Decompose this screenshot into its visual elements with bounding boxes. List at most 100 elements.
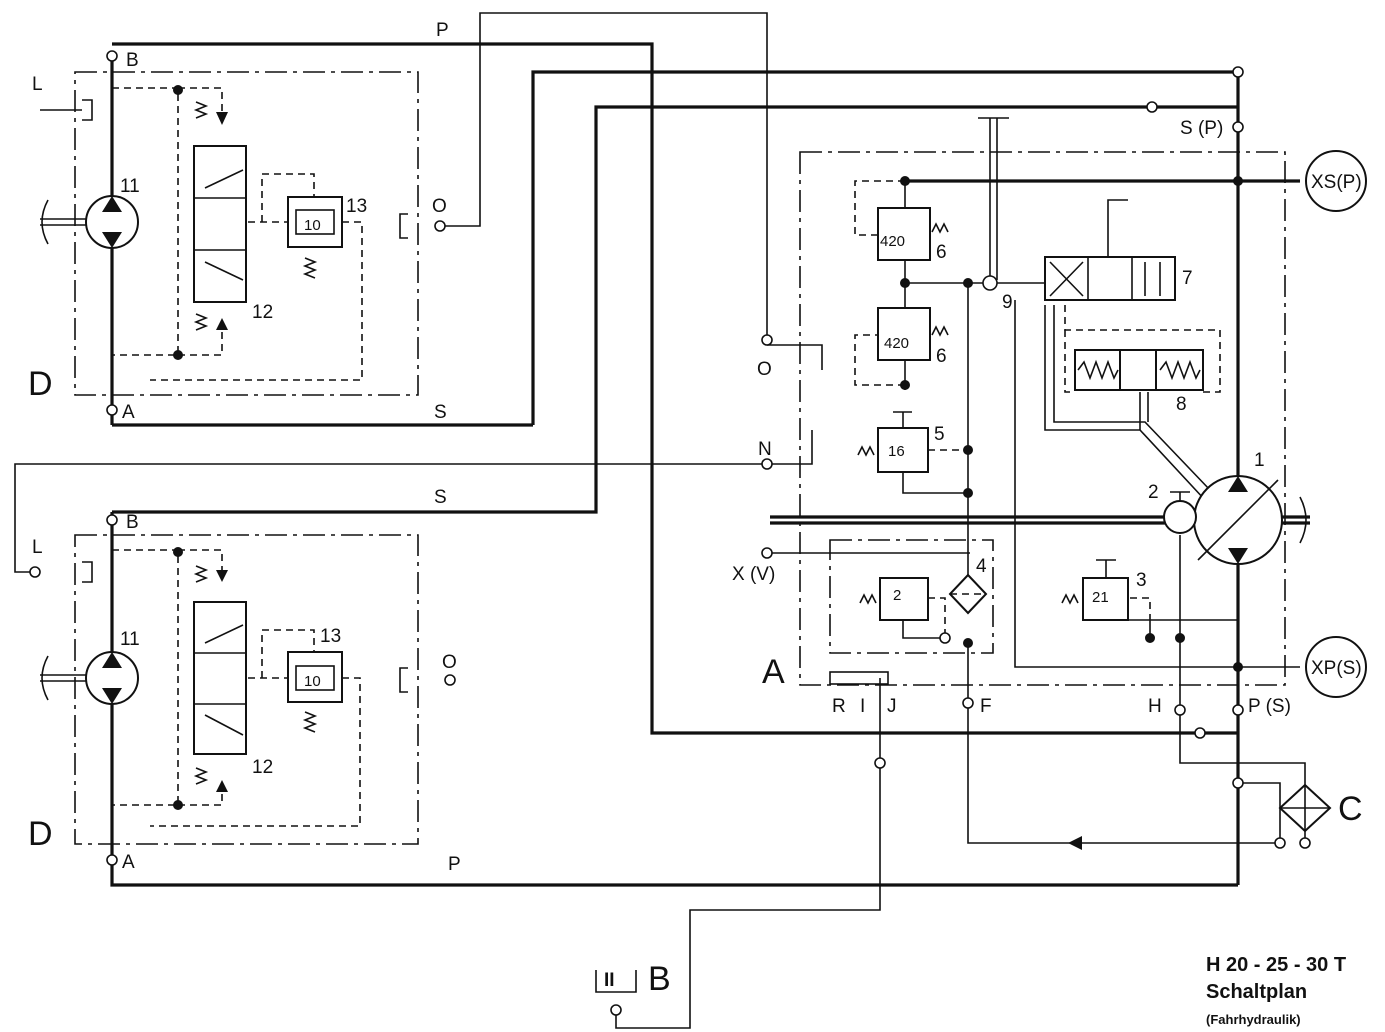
spring-icon (193, 313, 209, 331)
label-1: 1 (1254, 450, 1265, 471)
spring-icon (931, 325, 949, 337)
label-5: 5 (934, 424, 945, 445)
pump-arrow-down-icon (1228, 548, 1248, 564)
label-3: 3 (1136, 570, 1147, 591)
valve-7 (1044, 256, 1176, 301)
title-model: H 20 - 25 - 30 T (1206, 954, 1346, 976)
spring-icon (302, 257, 318, 279)
label-p-bottom: P (448, 854, 461, 875)
spring-icon (193, 565, 209, 583)
label-12-top: 12 (252, 302, 273, 323)
spring-icon (1061, 593, 1079, 605)
port-o-mid (761, 334, 773, 346)
label-b-tank: B (648, 960, 671, 998)
label-11-bottom: 11 (120, 629, 140, 650)
label-xps: XP(S) (1311, 658, 1362, 679)
label-a-main: A (762, 653, 785, 691)
rotation-arrow-bottom-icon (41, 655, 49, 701)
valve-2-small (879, 577, 929, 621)
pilot-2 (928, 597, 946, 638)
pilot-lines (112, 87, 1221, 827)
pipe-ps-cooler (1238, 782, 1281, 843)
flow-arrow-icon (1068, 836, 1082, 850)
port-x-v (761, 547, 773, 559)
motor-group-top (40, 50, 446, 416)
pipe-j-tank (615, 678, 881, 1029)
value-16: 16 (888, 443, 905, 460)
label-o-bottom: O (442, 652, 457, 673)
pump-arrow-up-icon (1228, 476, 1248, 492)
valve-5 (877, 427, 929, 473)
pipe-f-return (967, 640, 1280, 844)
label-f: F (980, 696, 992, 717)
rotation-arrow-pump-icon (1299, 496, 1307, 544)
rotation-arrow-top-icon (41, 199, 49, 245)
pilot-top-f (150, 221, 363, 381)
gauge-xsp (1305, 150, 1367, 212)
label-12-bottom: 12 (252, 757, 273, 778)
spring-icon (193, 767, 209, 785)
boundary-motor-top (74, 71, 419, 396)
pilot-bot-f (150, 677, 361, 827)
pilot-6a (854, 180, 905, 236)
value-21: 21 (1092, 589, 1109, 606)
label-i: I (860, 696, 865, 717)
pipe-p-top (112, 42, 1238, 735)
label-13-top: 13 (346, 196, 367, 217)
valve-6-lower (877, 307, 931, 361)
label-r: R (832, 696, 846, 717)
pilot-bot-a (112, 549, 179, 806)
label-h: H (1148, 696, 1162, 717)
pilot-3 (1130, 597, 1151, 620)
port-l-top-plug (82, 99, 93, 121)
motor-group-bottom (29, 514, 456, 866)
connector-block-rij (829, 671, 889, 685)
spring-icon (193, 101, 209, 119)
boundaries (74, 71, 1286, 845)
port-o-top (434, 220, 446, 232)
label-d-bottom: D (28, 815, 53, 853)
pump-unit (216, 66, 1367, 1016)
pilot-top-b (178, 87, 223, 112)
port-a-bottom (106, 854, 118, 866)
label-n: N (758, 439, 772, 460)
pipe-p-bottom (110, 878, 1238, 887)
spring-icon (1077, 359, 1119, 381)
label-2: 2 (1148, 482, 1159, 503)
pilot-top-a (112, 87, 179, 356)
port-tank-b (610, 1004, 622, 1016)
label-d-top: D (28, 365, 53, 403)
title-block: H 20 - 25 - 30 T Schaltplan (Fahrhydraul… (1206, 954, 1346, 1027)
value-2: 2 (893, 587, 901, 604)
pipe-o-mid (767, 344, 823, 370)
port-b-top (106, 50, 118, 62)
port-a-top (106, 404, 118, 416)
label-l-bottom: L (32, 537, 43, 558)
pipe-servo-b (1053, 305, 1211, 491)
label-s-mid: S (434, 487, 447, 508)
arrow-icon (216, 318, 228, 330)
label-tank-symbol: II (604, 970, 615, 991)
spring-icon (931, 222, 949, 234)
motor-top-arrow-up-icon (102, 196, 122, 212)
valve-6-upper (877, 207, 931, 261)
charge-pump-2 (1163, 500, 1197, 534)
label-a-bottom: A (122, 852, 135, 873)
label-s-top: S (434, 402, 447, 423)
label-6-upper: 6 (936, 242, 947, 263)
pipe-xps (1014, 300, 1300, 668)
pipe-h-cooler (1179, 535, 1306, 843)
pipe-n (14, 463, 767, 573)
label-10-bottom: 10 (304, 673, 321, 690)
label-7: 7 (1182, 268, 1193, 289)
port-o-bottom (444, 674, 456, 686)
pipe-n-tank (767, 430, 813, 465)
pilot-top-c (178, 325, 223, 356)
port-s-p (1232, 121, 1244, 133)
port-b-bottom (106, 514, 118, 526)
spring-icon (857, 445, 875, 457)
valve-12-top-arrow (204, 169, 244, 189)
valve-3 (1082, 577, 1129, 621)
port-p-s (1232, 704, 1244, 716)
